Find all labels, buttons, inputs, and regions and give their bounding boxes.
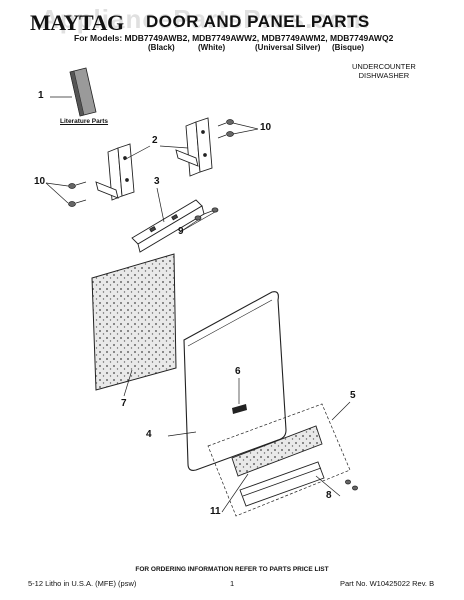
hinge-bracket-left — [95, 143, 135, 201]
ordering-note: FOR ORDERING INFORMATION REFER TO PARTS … — [135, 566, 329, 573]
screws-left — [68, 181, 87, 207]
callout-11: 11 — [210, 506, 221, 517]
callout-2: 2 — [152, 135, 158, 146]
page-title: DOOR AND PANEL PARTS — [146, 12, 370, 31]
product-line-1: UNDERCOUNTER — [352, 62, 416, 71]
color-bisque: (Bisque) — [332, 43, 364, 52]
part-number: Part No. W10425022 Rev. B — [340, 579, 435, 588]
outer-door-panel — [183, 291, 287, 471]
panel-screws — [345, 479, 358, 491]
screws-right — [217, 119, 234, 139]
color-white: (White) — [198, 43, 226, 52]
brand-badge — [232, 404, 247, 414]
callout-7: 7 — [121, 398, 127, 409]
literature-parts-label: Literature Parts — [60, 118, 109, 125]
mounting-rail — [131, 199, 205, 253]
callout-8: 8 — [326, 490, 332, 501]
product-type: UNDERCOUNTER DISHWASHER — [352, 62, 416, 80]
callout-6: 6 — [235, 366, 241, 377]
control-panel-outline — [207, 403, 351, 517]
callout-4: 4 — [146, 429, 152, 440]
control-panel — [231, 425, 323, 477]
callout-10-left: 10 — [34, 176, 46, 187]
model-list: For Models: MDB7749AWB2, MDB7749AWW2, MD… — [74, 33, 394, 43]
watermark: AppliancePartsPros.com — [40, 4, 370, 34]
panel-trim — [239, 461, 325, 507]
leader-lines — [45, 96, 351, 513]
callout-9: 9 — [178, 226, 184, 237]
literature-booklet — [69, 67, 97, 117]
brand-logo: MAYTAG — [30, 10, 124, 35]
page-number: 1 — [230, 579, 235, 588]
callout-3: 3 — [154, 176, 160, 187]
color-black: (Black) — [148, 43, 175, 52]
litho-info: 5-12 Litho in U.S.A. (MFE) (psw) — [28, 579, 137, 588]
product-line-2: DISHWASHER — [358, 71, 410, 80]
callout-5: 5 — [350, 390, 356, 401]
hinge-bracket-right — [175, 117, 213, 177]
callout-1: 1 — [38, 90, 44, 101]
color-silver: (Universal Silver) — [255, 43, 321, 52]
insulation-panel — [91, 253, 177, 391]
callout-10-right: 10 — [260, 122, 272, 133]
